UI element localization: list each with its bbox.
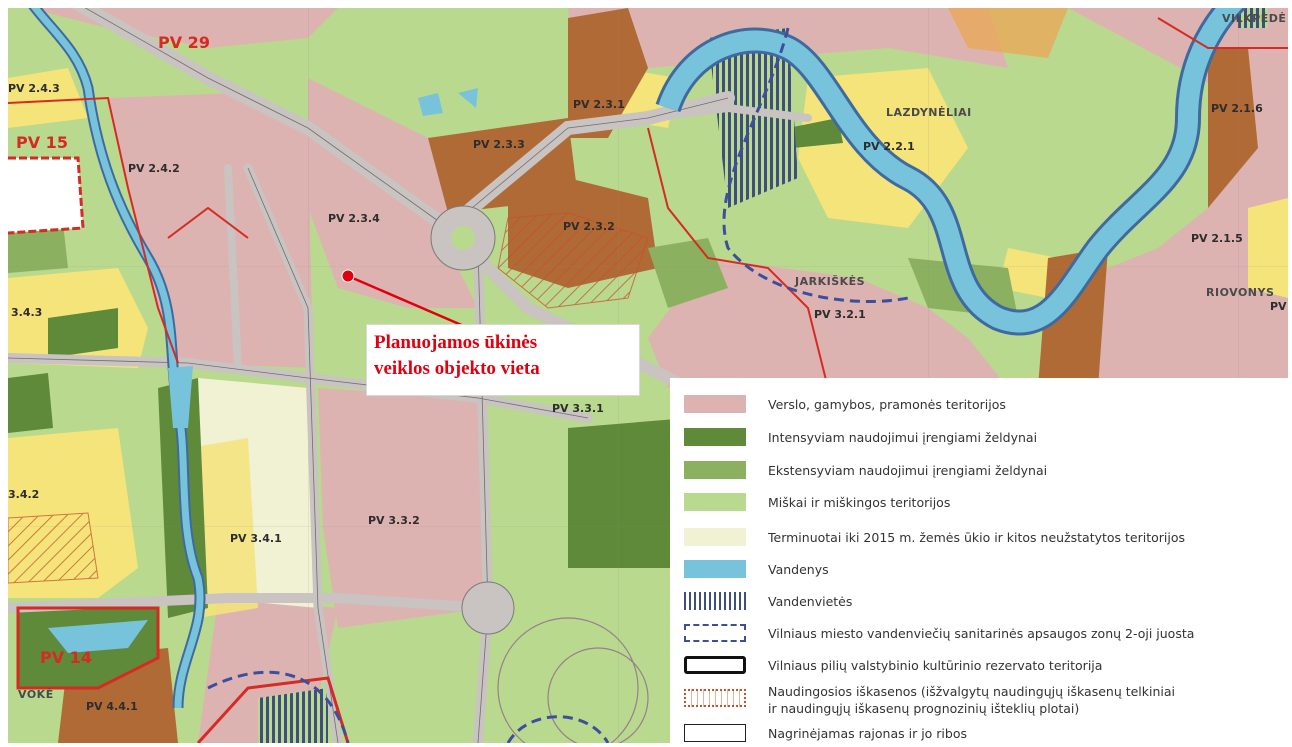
zone-label: PV 2.2.1 <box>863 140 915 153</box>
legend-label: Nagrinėjamas rajonas ir jo ribos <box>768 726 967 741</box>
legend-label: Verslo, gamybos, pramonės teritorijos <box>768 397 1006 412</box>
bottom-red-boundary <box>196 676 350 743</box>
pond-a <box>418 93 443 116</box>
zone-label: PV 2.4.2 <box>128 162 180 175</box>
zone-label: PV 2.4.3 <box>8 82 60 95</box>
zone-label: 3.4.2 <box>8 488 39 501</box>
zone-label: PV 3.3.1 <box>552 402 604 415</box>
rail-loops <box>497 617 649 743</box>
interchange-south <box>461 581 515 635</box>
legend-swatch-cream <box>684 528 746 546</box>
zone-label: PV 2.3.2 <box>563 220 615 233</box>
zone-label: 3.4.3 <box>11 306 42 319</box>
legend-swatch-hatched-brown <box>684 689 746 707</box>
zone-label: PV 2.3.1 <box>573 98 625 111</box>
place-label: LAZDYNĖLIAI <box>886 105 972 119</box>
zone-label: PV 2.3.4 <box>328 212 380 225</box>
zone-label: PV 2.1.6 <box>1211 102 1263 115</box>
pond-d <box>168 366 193 428</box>
legend-label: Ekstensyviam naudojimui įrengiami želdyn… <box>768 463 1048 478</box>
legend-label: Vilniaus pilių valstybinio kultūrinio re… <box>768 658 1103 673</box>
planned-site-callout: Planuojamos ūkinės veiklos objekto vieta <box>366 324 640 396</box>
legend-swatch-stripes <box>684 592 746 610</box>
zone-label: PV 3.3.2 <box>368 514 420 527</box>
roundabout-north-island <box>451 226 475 250</box>
pond-c <box>48 620 148 653</box>
district-boundaries <box>8 17 1288 389</box>
legend-swatch-medium-green <box>684 461 746 479</box>
place-label: JARKIŠKĖS <box>794 274 865 288</box>
district-label-pv15: PV 15 <box>16 133 68 152</box>
place-label: RIOVONYS <box>1206 286 1274 299</box>
legend-swatch-light-green <box>684 493 746 511</box>
legend-swatch-dashed-blue <box>684 624 746 642</box>
river-neris-fill <box>658 8 1243 333</box>
river-voke-fill <box>30 8 204 709</box>
legend-label: Naudingosios iškasenos (išžvalgytų naudi… <box>768 684 1176 699</box>
pond-b <box>458 88 478 108</box>
place-label: VOKĖ <box>18 687 54 701</box>
zone-label: PV 3.4.1 <box>230 532 282 545</box>
legend-label: Vilniaus miesto vandenviečių sanitarinės… <box>768 626 1195 641</box>
legend-swatch-dark-green <box>684 428 746 446</box>
legend-label: Vandenvietės <box>768 594 853 609</box>
legend-label: Vandenys <box>768 562 829 577</box>
place-label: VILKPĖDĖ <box>1222 11 1286 25</box>
pv-14-boundary <box>16 606 160 690</box>
district-label-pv29: PV 29 <box>158 33 210 52</box>
planned-site-marker[interactable] <box>341 269 355 283</box>
legend-swatch-blue <box>684 560 746 578</box>
legend-swatch-black-outline <box>684 656 746 674</box>
callout-line-1: Planuojamos ūkinės <box>374 332 538 353</box>
district-label-pv14: PV 14 <box>40 648 92 667</box>
pv-15-boundary <box>8 156 85 235</box>
legend-label: Terminuotai iki 2015 m. žemės ūkio ir ki… <box>768 530 1186 545</box>
callout-line-2: veiklos objekto vieta <box>374 358 540 379</box>
legend-swatch-pink <box>684 395 746 413</box>
sanitary-zone-b <box>207 670 350 743</box>
marker-leader-line <box>347 274 474 332</box>
legend-label: Miškai ir miškingos teritorijos <box>768 495 951 510</box>
zone-label: PV <box>1270 300 1287 313</box>
legend-swatch-thin-outline <box>684 724 746 742</box>
map-legend: Verslo, gamybos, pramonės teritorijos In… <box>670 378 1292 747</box>
legend-label-line2: ir naudingųjų iškasenų prognozinių ištek… <box>768 701 1080 716</box>
zone-label: PV 2.1.5 <box>1191 232 1243 245</box>
zone-label: PV 3.2.1 <box>814 308 866 321</box>
zone-label: PV 4.4.1 <box>86 700 138 713</box>
zone-label: PV 2.3.3 <box>473 138 525 151</box>
sanitary-zone-a <box>722 27 909 303</box>
legend-label: Intensyviam naudojimui įrengiami želdyna… <box>768 430 1038 445</box>
sanitary-zone-c <box>506 715 610 743</box>
